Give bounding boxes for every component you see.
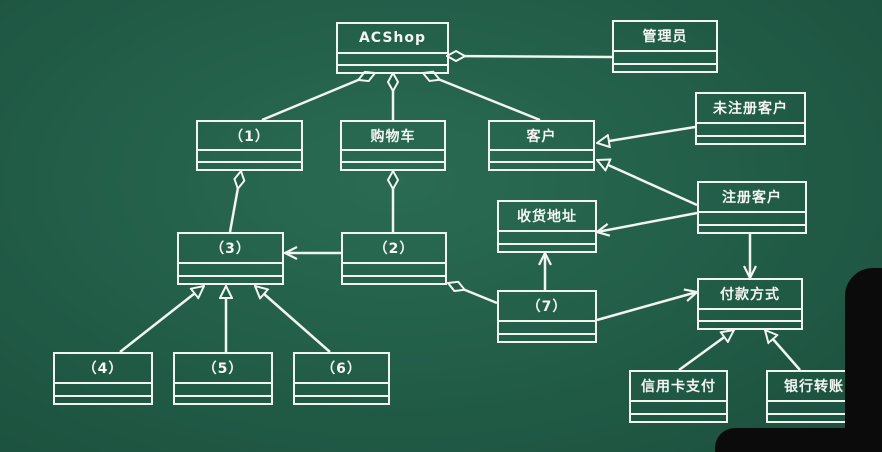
class-unregistered: 未注册客户: [695, 92, 806, 145]
class-c1: （1）: [196, 120, 303, 171]
class-c6-attributes: [295, 382, 388, 394]
class-c1-methods: [198, 161, 301, 173]
class-c7: （7）: [497, 290, 597, 343]
class-customer: 客户: [488, 120, 595, 171]
unregistered-customer-link: [597, 125, 696, 143]
registered-customer-link: [597, 160, 698, 207]
class-bank-methods: [768, 412, 860, 425]
class-admin-attributes: [614, 50, 716, 62]
class-c3-methods: [179, 274, 282, 287]
class-address: 收货地址: [497, 200, 597, 253]
class-credit: 信用卡支付: [629, 370, 728, 423]
class-payment-attributes: [699, 307, 801, 320]
class-payment: 付款方式: [697, 278, 803, 330]
class-unregistered-attributes: [697, 122, 804, 134]
class-c2-name: （2）: [373, 241, 415, 258]
class-cart-methods: [342, 161, 444, 173]
class-registered: 注册客户: [697, 181, 807, 234]
class-acshop-name: ACShop: [358, 29, 427, 46]
class-c4-attributes: [55, 382, 151, 394]
class-registered-methods: [699, 223, 805, 236]
class-payment-name: 付款方式: [720, 286, 780, 303]
c4-c3-link: [119, 286, 204, 353]
class-credit-methods: [631, 412, 726, 425]
class-credit-name: 信用卡支付: [641, 379, 716, 396]
class-unregistered-name: 未注册客户: [713, 101, 788, 118]
class-c5-methods: [175, 394, 271, 407]
c3-c1-link: [228, 171, 241, 233]
class-cart: 购物车: [340, 120, 446, 171]
class-c7-name: （7）: [526, 299, 568, 316]
c7-payment-link: [596, 292, 697, 322]
c6-c3-link: [255, 286, 331, 353]
class-c2: （2）: [341, 232, 447, 285]
class-payment-methods: [699, 319, 801, 332]
class-c5-name: （5）: [202, 361, 244, 378]
class-credit-attributes: [631, 400, 726, 412]
class-c3: （3）: [177, 232, 284, 285]
admin-acshop-link: [447, 56, 613, 57]
class-registered-attributes: [699, 211, 805, 223]
class-acshop-attributes: [338, 51, 447, 64]
presenter-arm: [715, 428, 855, 452]
credit-payment-link: [678, 330, 734, 372]
bank-payment-link: [765, 330, 801, 371]
class-c4-methods: [55, 394, 151, 407]
class-address-attributes: [499, 230, 595, 242]
class-c7-methods: [499, 332, 595, 345]
class-c4-name: （4）: [82, 361, 124, 378]
class-c6-name: （6）: [321, 361, 362, 378]
class-cart-name: 购物车: [370, 128, 416, 145]
class-c2-attributes: [343, 262, 445, 274]
customer-acshop-link: [423, 73, 541, 122]
class-c1-name: （1）: [229, 128, 270, 145]
class-c6: （6）: [293, 352, 390, 405]
class-registered-name: 注册客户: [722, 190, 782, 207]
class-bank-attributes: [768, 400, 860, 412]
class-address-methods: [499, 242, 595, 255]
class-c4: （4）: [53, 352, 153, 405]
class-c5-attributes: [175, 382, 271, 394]
class-c3-attributes: [179, 262, 282, 274]
class-c1-attributes: [198, 149, 301, 161]
class-c6-methods: [295, 394, 388, 407]
presenter-silhouette: [845, 268, 882, 452]
class-admin-methods: [614, 62, 716, 75]
class-cart-attributes: [342, 149, 444, 161]
class-customer-methods: [490, 161, 593, 173]
class-c7-attributes: [499, 320, 595, 332]
class-acshop: ACShop: [336, 22, 449, 74]
class-unregistered-methods: [697, 134, 804, 147]
class-customer-attributes: [490, 149, 593, 161]
class-admin-name: 管理员: [642, 29, 688, 46]
class-admin: 管理员: [612, 20, 718, 73]
class-c5: （5）: [173, 352, 273, 405]
registered-address-link: [597, 211, 698, 232]
class-customer-name: 客户: [526, 128, 557, 145]
class-acshop-methods: [338, 63, 447, 76]
c7-c2-link: [448, 283, 498, 305]
class-c3-name: （3）: [210, 241, 251, 258]
class-c2-methods: [343, 274, 445, 287]
c1-acshop-link: [261, 73, 375, 122]
class-address-name: 收货地址: [517, 209, 577, 226]
class-bank-name: 银行转账: [784, 379, 844, 396]
